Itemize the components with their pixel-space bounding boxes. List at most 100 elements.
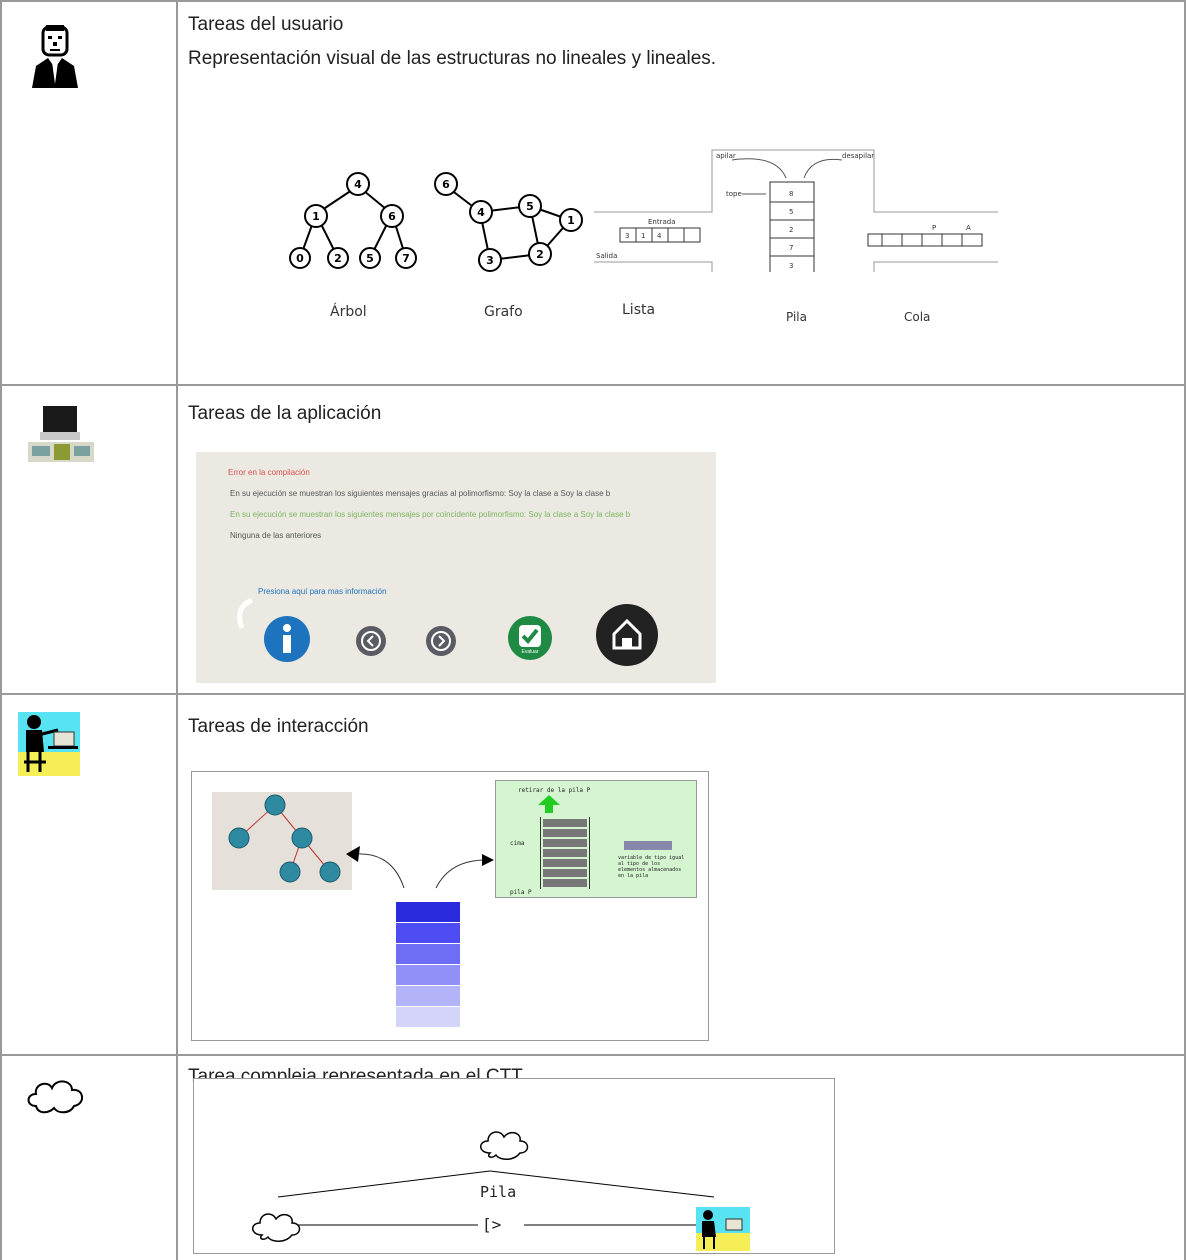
user-tasks-title: Tareas del usuario — [188, 14, 344, 35]
svg-text:6: 6 — [442, 178, 450, 191]
quiz-option[interactable]: Error en la compilación — [228, 468, 310, 477]
list-out-label: Salida — [596, 252, 617, 260]
row-divider — [0, 693, 1186, 695]
stack-block — [396, 965, 460, 985]
user-tasks-description: Representación visual de las estructuras… — [188, 48, 717, 69]
interaction-figure: retirar de la pila P cima pila P variabl… — [191, 771, 709, 1041]
stack-block — [396, 944, 460, 964]
abstract-task-cloud-icon — [27, 1080, 83, 1114]
quiz-option[interactable]: Ninguna de las anteriores — [230, 531, 322, 540]
svg-text:3: 3 — [486, 254, 494, 267]
chevron-right-icon — [431, 631, 451, 651]
graph-node — [434, 172, 458, 196]
tree-node — [359, 247, 381, 269]
variable-box — [624, 841, 672, 850]
curved-arrow-icon — [237, 598, 254, 629]
ctt-parent-cloud-icon — [480, 1131, 529, 1160]
svg-text:7: 7 — [789, 244, 793, 252]
svg-text:P: P — [932, 224, 936, 232]
list-label: Lista — [622, 302, 656, 318]
user-icon — [32, 25, 78, 88]
svg-text:5: 5 — [789, 208, 793, 216]
queue-label: Cola — [904, 310, 931, 324]
application-computer-icon — [28, 406, 94, 462]
stack-push-label: apilar — [716, 152, 736, 160]
svg-text:3: 3 — [625, 232, 629, 240]
color-stack — [396, 902, 460, 1030]
stack-pop-label: desapilar — [842, 152, 874, 160]
tree-node — [279, 861, 301, 883]
top-pointer-label: cima — [510, 840, 525, 847]
stack-panel-title: retirar de la pila P — [518, 787, 591, 794]
app-quiz-screenshot: Error en la compilación En su ejecución … — [196, 452, 716, 683]
pile-label: pila P — [510, 889, 532, 896]
ctt-diagram: Pila [> — [193, 1078, 835, 1254]
home-icon — [612, 618, 642, 650]
interaction-user-icon — [18, 712, 80, 776]
home-button[interactable] — [596, 604, 658, 666]
tree-node-label: 4 — [354, 178, 362, 191]
next-button[interactable] — [426, 626, 456, 656]
tree-node — [395, 247, 417, 269]
tree-preview — [212, 792, 352, 890]
stack-block — [396, 986, 460, 1006]
tree-node-label: 5 — [366, 252, 374, 265]
svg-text:2: 2 — [536, 248, 544, 261]
column-divider — [1184, 0, 1186, 1260]
svg-text:A: A — [966, 224, 971, 232]
tree-node — [327, 247, 349, 269]
tree-node-label: 2 — [334, 252, 342, 265]
chevron-left-icon — [361, 631, 381, 651]
svg-text:4: 4 — [657, 232, 662, 240]
svg-text:8: 8 — [789, 190, 793, 198]
graph-node — [478, 248, 502, 272]
application-tasks-title: Tareas de la aplicación — [188, 403, 382, 424]
info-icon — [283, 624, 291, 653]
svg-text:1: 1 — [567, 214, 575, 227]
variable-note: variable de tipo igual al tipo de los el… — [618, 855, 685, 879]
tree-node-label: 0 — [296, 252, 304, 265]
svg-text:2: 2 — [789, 226, 793, 234]
ctt-child-cloud-icon — [252, 1213, 301, 1242]
info-button[interactable] — [264, 616, 310, 662]
tree-label: Árbol — [330, 304, 367, 320]
graph-node — [528, 242, 552, 266]
tree-node — [289, 247, 311, 269]
tree-node — [346, 172, 370, 196]
tree-node — [228, 827, 250, 849]
ctt-interaction-task-icon — [696, 1207, 750, 1251]
stack-block — [396, 1007, 460, 1027]
svg-text:1: 1 — [641, 232, 645, 240]
drag-arrows — [346, 846, 494, 889]
more-info-link[interactable]: Presiona aquí para mas información — [258, 587, 387, 596]
arrow-up-icon — [538, 795, 560, 813]
graph-node — [518, 194, 542, 218]
svg-text:4: 4 — [477, 206, 485, 219]
tree-node — [291, 827, 313, 849]
tree-node-label: 7 — [402, 252, 410, 265]
evaluate-button[interactable]: Evaluar — [508, 616, 552, 660]
stack-block — [396, 923, 460, 943]
quiz-option[interactable]: En su ejecución se muestran los siguient… — [230, 510, 631, 519]
graph-label: Grafo — [484, 304, 523, 320]
row-divider — [0, 384, 1186, 386]
quiz-option[interactable]: En su ejecución se muestran los siguient… — [230, 489, 611, 498]
stack-pop-panel: retirar de la pila P cima pila P variabl… — [495, 780, 697, 898]
stack-label: Pila — [786, 310, 807, 324]
column-divider — [0, 0, 2, 1260]
row-divider — [0, 0, 1186, 2]
graph-node — [559, 208, 583, 232]
ctt-operator: [> — [482, 1215, 502, 1234]
stack-block — [396, 902, 460, 922]
list-in-label: Entrada — [648, 218, 676, 226]
tree-node — [380, 204, 404, 228]
column-divider — [176, 0, 178, 1260]
tree-node — [264, 794, 286, 816]
row-divider — [0, 1054, 1186, 1056]
tree-node-label: 1 — [312, 210, 320, 223]
stack-column — [540, 817, 590, 889]
previous-button[interactable] — [356, 626, 386, 656]
interaction-tasks-title: Tareas de interacción — [188, 716, 369, 737]
